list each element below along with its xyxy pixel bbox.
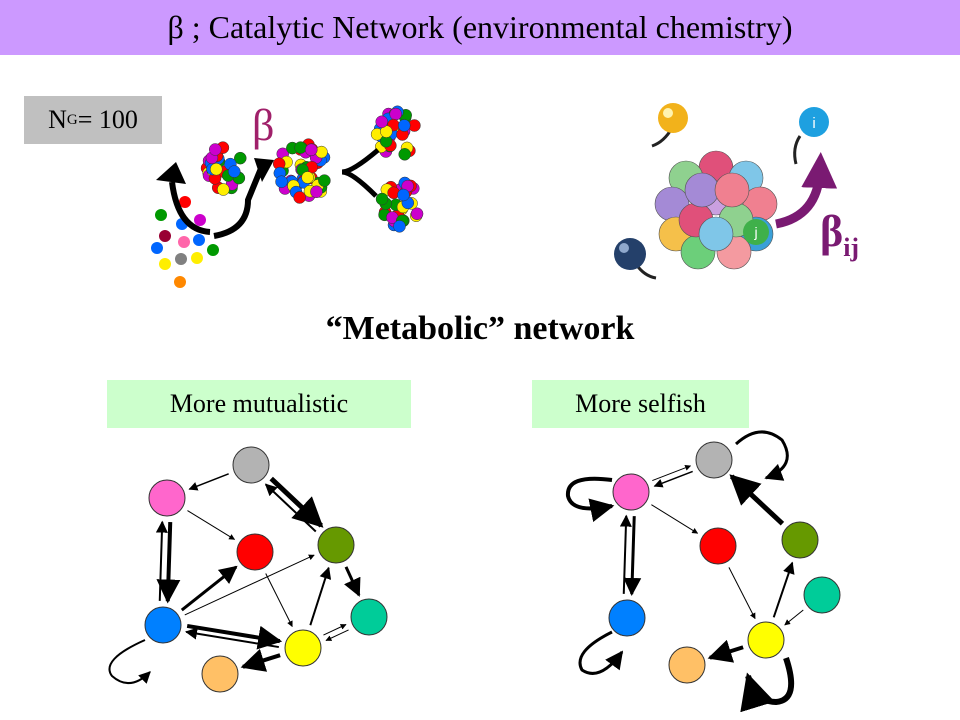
network-edge	[264, 483, 317, 533]
node-pink	[612, 473, 650, 511]
self-loop	[565, 476, 615, 522]
particle-j-label: j	[753, 224, 757, 240]
node-yellow	[284, 629, 322, 667]
molecule-clusters	[200, 105, 424, 233]
network-edge	[269, 476, 324, 528]
cluster-small-c	[370, 105, 421, 161]
network-selfish	[565, 430, 841, 713]
network-edge	[784, 609, 804, 626]
beta-ij-arrow	[775, 152, 838, 229]
node-yellow	[747, 621, 785, 659]
self-loop	[740, 657, 795, 713]
network-edge	[155, 520, 168, 601]
panel-label-selfish: More selfish	[532, 380, 749, 428]
split-arrow	[341, 148, 380, 198]
network-edge	[184, 554, 315, 616]
node-red	[236, 533, 274, 571]
network-edge	[728, 567, 756, 620]
particle-navy	[614, 238, 657, 280]
network-edge	[772, 561, 795, 618]
ng-subscript: G	[66, 111, 78, 128]
network-edge	[188, 473, 229, 491]
large-cluster: j	[654, 150, 778, 270]
reaction-arrow-right	[213, 164, 265, 239]
network-edge	[651, 504, 699, 534]
network-edge	[325, 629, 349, 641]
panel-label-mutualistic: More mutualistic	[107, 380, 411, 428]
node-orange	[668, 646, 706, 684]
reaction-arrow-left	[169, 181, 211, 235]
beta-symbol: β	[252, 101, 275, 150]
node-gray	[232, 446, 270, 484]
network-edge	[180, 565, 238, 612]
node-olive	[317, 526, 355, 564]
particle-i: i	[793, 107, 829, 165]
node-gray	[695, 441, 733, 479]
node-teal	[350, 598, 388, 636]
network-edge	[623, 516, 642, 596]
network-edge	[240, 648, 281, 672]
network-edge	[619, 514, 632, 594]
self-loop	[734, 430, 789, 481]
network-edge	[187, 510, 236, 540]
node-olive	[781, 521, 819, 559]
network-edge	[185, 627, 279, 649]
beta-ij-label: βij	[820, 206, 859, 263]
particle-i-label: i	[812, 115, 815, 132]
particle-j: j	[743, 219, 769, 245]
reaction-arrow-right-head	[254, 158, 274, 182]
network-edge	[344, 566, 361, 597]
network-title: “Metabolic” network	[325, 310, 635, 347]
node-blue	[144, 606, 182, 644]
network-edge	[707, 639, 744, 663]
ng-prefix: N	[48, 105, 67, 134]
node-orange	[201, 655, 239, 693]
network-edge	[653, 470, 693, 488]
network-edge	[265, 573, 293, 628]
particle-yellow	[651, 103, 688, 148]
network-edge	[309, 566, 332, 626]
beta-ij-symbol: β	[820, 207, 844, 256]
network-edge	[186, 623, 283, 650]
cluster-ball	[684, 172, 720, 208]
cluster-ball	[714, 172, 750, 208]
cluster-small-d	[375, 176, 424, 233]
title-bar: β ; Catalytic Network (environmental che…	[0, 0, 960, 55]
network-mutualistic	[108, 446, 388, 693]
node-red	[699, 527, 737, 565]
cluster-large-b	[272, 138, 331, 204]
node-pink	[148, 479, 186, 517]
cluster-ball	[698, 216, 734, 252]
ng-value: = 100	[77, 105, 138, 134]
reaction-arrow-left-head	[156, 162, 186, 184]
network-edge	[323, 624, 347, 636]
self-loop	[578, 630, 624, 675]
self-loop	[108, 639, 151, 684]
free-monomers	[151, 196, 219, 288]
node-blue	[608, 599, 646, 637]
slide-title: β ; Catalytic Network (environmental che…	[167, 9, 793, 45]
beta-ij-subscript: ij	[843, 232, 860, 262]
cluster-small-a	[200, 141, 247, 196]
node-teal	[803, 576, 841, 614]
network-edge	[652, 464, 692, 482]
network-edge	[156, 522, 181, 604]
network-edge	[729, 474, 785, 526]
